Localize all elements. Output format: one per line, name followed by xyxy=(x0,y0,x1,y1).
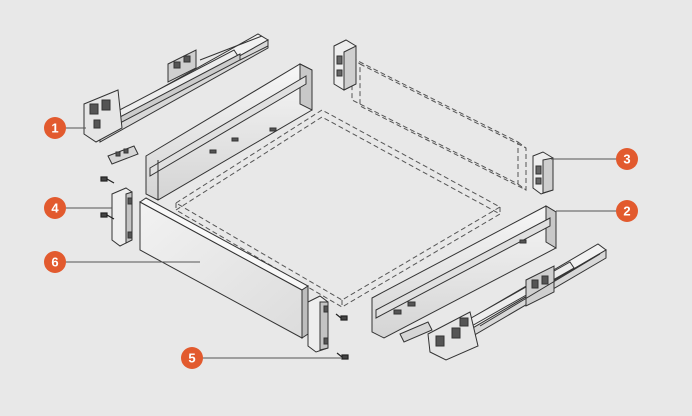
runner-right xyxy=(427,243,607,361)
drawer-bottom-panel xyxy=(175,109,502,308)
drawer-back-panel xyxy=(351,57,527,191)
callout-3-number: 3 xyxy=(623,152,630,167)
callout-1: 1 xyxy=(44,117,66,139)
screw-bottom-left xyxy=(100,212,115,220)
callout-6-number: 6 xyxy=(51,255,58,270)
callout-5: 5 xyxy=(181,347,203,369)
screw-top-left xyxy=(100,176,115,184)
callout-1-number: 1 xyxy=(51,121,58,136)
screw-top-right xyxy=(335,313,348,321)
callout-3: 3 xyxy=(616,148,638,170)
front-clip-right xyxy=(399,321,433,343)
callout-6: 6 xyxy=(44,251,66,273)
callout-5-number: 5 xyxy=(188,351,195,366)
callout-2: 2 xyxy=(616,200,638,222)
callout-2-number: 2 xyxy=(623,204,630,219)
screw-bottom-right xyxy=(336,352,349,360)
front-clip-left xyxy=(107,145,139,165)
rear-bracket-right xyxy=(532,151,554,195)
drawer-side-left xyxy=(145,63,313,201)
callout-4: 4 xyxy=(44,197,66,219)
drawer-front-panel xyxy=(139,197,309,339)
screws xyxy=(100,176,349,360)
drawer-side-right xyxy=(371,205,557,339)
leader-lines xyxy=(66,127,618,359)
runner-left xyxy=(83,33,269,143)
callout-4-number: 4 xyxy=(51,201,59,216)
front-bracket-left xyxy=(111,187,133,247)
front-bracket-right xyxy=(307,295,329,353)
rear-bracket-left xyxy=(333,39,357,91)
